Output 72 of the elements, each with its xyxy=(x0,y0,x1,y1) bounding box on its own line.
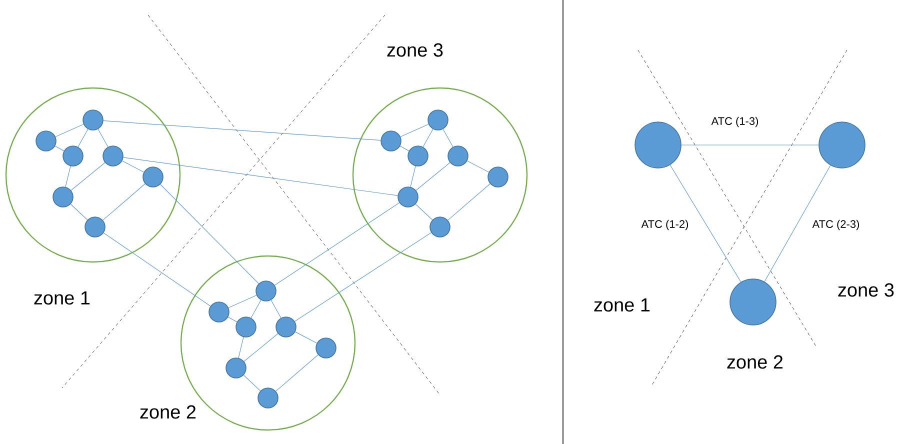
network-node xyxy=(258,388,278,408)
zone-label: zone 2 xyxy=(140,405,196,419)
zone-circle xyxy=(5,87,181,263)
network-node xyxy=(142,166,164,188)
connector xyxy=(102,183,146,220)
connector xyxy=(400,146,410,152)
network-node xyxy=(398,186,418,208)
zone-circle xyxy=(352,87,528,263)
connector xyxy=(70,162,106,191)
network-node xyxy=(82,110,104,130)
connector xyxy=(416,162,450,191)
connector xyxy=(681,144,819,146)
connector xyxy=(274,202,400,286)
network-node xyxy=(428,110,448,130)
edge-label: ATC (2-3) xyxy=(812,220,860,230)
zone-label: zone 3 xyxy=(387,43,443,57)
zone-circle xyxy=(180,255,356,431)
network-node xyxy=(52,186,74,208)
network-node xyxy=(102,146,124,166)
network-node xyxy=(84,216,106,238)
network-node xyxy=(62,146,84,166)
connector xyxy=(103,120,381,141)
connector xyxy=(422,128,434,148)
connector xyxy=(98,128,108,148)
network-node xyxy=(236,316,256,338)
connector xyxy=(65,166,71,188)
network-node xyxy=(380,130,402,152)
connector xyxy=(466,160,490,172)
connector xyxy=(228,294,257,308)
connector xyxy=(250,300,262,318)
connector xyxy=(448,183,490,220)
network-node xyxy=(430,216,450,238)
network-node xyxy=(276,316,296,338)
connector xyxy=(442,128,454,148)
edge-label: ATC (1-2) xyxy=(641,220,688,230)
connector xyxy=(123,157,398,196)
connector xyxy=(55,124,84,138)
network-node xyxy=(818,122,866,168)
connector xyxy=(160,184,259,284)
connector xyxy=(243,374,261,392)
connector xyxy=(294,332,318,344)
connector xyxy=(54,146,64,152)
zone-label: zone 1 xyxy=(34,291,90,305)
connector xyxy=(294,232,432,322)
connector xyxy=(78,128,88,148)
zone-label: zone 2 xyxy=(727,355,783,369)
connector xyxy=(238,336,244,358)
network-node xyxy=(634,122,682,168)
zone-label: zone 3 xyxy=(838,283,894,297)
network-node xyxy=(730,278,776,326)
connector xyxy=(70,204,88,220)
connector xyxy=(400,124,429,138)
network-node xyxy=(36,130,56,152)
connector xyxy=(244,333,278,362)
network-node xyxy=(448,146,468,166)
network-node xyxy=(408,146,428,166)
connector xyxy=(670,164,742,282)
network-node xyxy=(488,166,508,188)
connector xyxy=(270,300,282,318)
connector xyxy=(228,316,238,322)
network-node xyxy=(226,358,246,378)
network-node xyxy=(208,302,230,322)
connector xyxy=(764,165,831,282)
zone-label: zone 1 xyxy=(594,298,650,312)
connector xyxy=(410,166,416,188)
network-node xyxy=(256,280,276,302)
connector xyxy=(103,232,211,306)
edge-label: ATC (1-3) xyxy=(711,116,758,128)
network-node xyxy=(316,338,336,358)
connector xyxy=(122,160,144,172)
connector xyxy=(276,354,318,392)
connector xyxy=(415,204,433,220)
